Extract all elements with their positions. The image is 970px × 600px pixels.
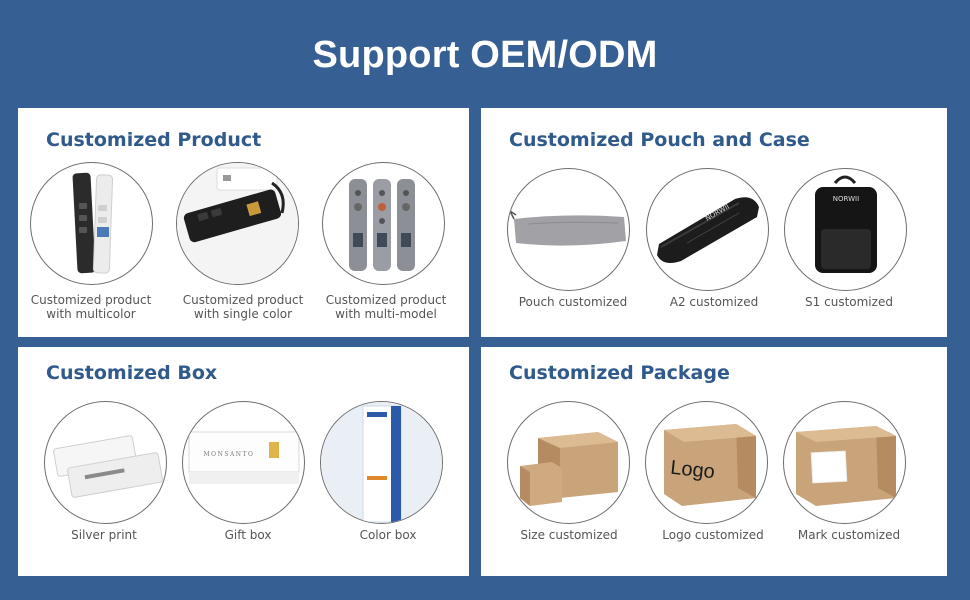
carton-logo-image: Logo bbox=[645, 401, 768, 524]
carton-sizes-image bbox=[507, 401, 630, 524]
caption: Customized product with multicolor bbox=[11, 293, 171, 321]
caption: Pouch customized bbox=[518, 295, 628, 309]
panel-customized-package: Customized Package Size customized Logo … bbox=[481, 347, 947, 576]
caption: Customized product with multi-model bbox=[306, 293, 466, 321]
caption: Size customized bbox=[520, 528, 618, 542]
caption-line: Customized product bbox=[325, 293, 447, 307]
panel-title: Customized Pouch and Case bbox=[509, 129, 810, 151]
panel-customized-pouch-case: Customized Pouch and Case Pouch customiz… bbox=[481, 108, 947, 337]
caption: Silver print bbox=[71, 528, 137, 542]
panel-title: Customized Product bbox=[46, 129, 262, 151]
caption: Logo customized bbox=[662, 528, 764, 542]
page-title: Support OEM/ODM bbox=[312, 34, 658, 76]
panel-title: Customized Package bbox=[509, 362, 730, 384]
caption: A2 customized bbox=[669, 295, 759, 309]
silver-box-image bbox=[44, 401, 167, 524]
caption-line: Customized product bbox=[30, 293, 152, 307]
presenter-multicolor-image bbox=[30, 162, 153, 285]
presenter-single-color-image bbox=[176, 162, 299, 285]
panel-customized-product: Customized Product Customized product wi… bbox=[18, 108, 469, 337]
caption: Gift box bbox=[224, 528, 272, 542]
panel-title: Customized Box bbox=[46, 362, 218, 384]
carton-mark-image bbox=[783, 401, 906, 524]
black-bag-image: NORWII bbox=[784, 168, 907, 291]
caption-line: with single color bbox=[193, 307, 293, 321]
caption: S1 customized bbox=[805, 295, 893, 309]
caption: Customized product with single color bbox=[163, 293, 323, 321]
presenter-multi-model-image bbox=[322, 162, 445, 285]
gift-box-image: MONSANTO bbox=[182, 401, 305, 524]
zipper-case-image: NORWII bbox=[646, 168, 769, 291]
caption: Mark customized bbox=[797, 528, 901, 542]
panel-customized-box: Customized Box Silver print MONSANTO Gif… bbox=[18, 347, 469, 576]
color-box-image bbox=[320, 401, 443, 524]
caption: Color box bbox=[359, 528, 417, 542]
caption-line: with multicolor bbox=[46, 307, 136, 321]
caption-line: with multi-model bbox=[335, 307, 437, 321]
caption-line: Customized product bbox=[182, 293, 304, 307]
logo-text: Logo bbox=[669, 457, 716, 484]
gray-pouch-image bbox=[507, 168, 630, 291]
brand-text: MONSANTO bbox=[204, 451, 255, 458]
brand-text: NORWII bbox=[833, 195, 859, 203]
